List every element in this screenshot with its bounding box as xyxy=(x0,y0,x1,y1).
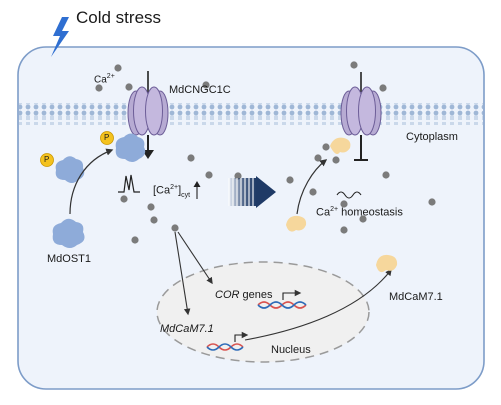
calcium-ion-icon xyxy=(202,81,210,89)
cytosolic-calcium-close: ] xyxy=(178,184,182,197)
phosphate-label: P xyxy=(44,155,50,164)
camodulin-protein-label: MdCaM7.1 xyxy=(389,291,443,303)
calcium-ion-icon xyxy=(234,172,242,180)
channel-label: MdCNGC1C xyxy=(169,84,231,96)
plasma-membrane xyxy=(19,103,483,125)
wave-icon xyxy=(336,191,362,199)
calcium-ion-icon xyxy=(350,61,358,69)
cor-genes-label: COR genes xyxy=(215,290,272,301)
phosphate-icon xyxy=(40,153,54,167)
homeostasis-label: Ca2+ homeostasis xyxy=(316,206,403,219)
calcium-signal-spike-icon xyxy=(118,174,140,193)
calcium-ion-icon xyxy=(114,64,122,72)
calcium-ion-icon xyxy=(322,143,330,151)
calcium-ion-icon xyxy=(187,154,195,162)
lightning-icon xyxy=(51,17,69,57)
activation-arrow xyxy=(69,148,114,215)
cytosolic-calcium-label: [Ca2+]cyt xyxy=(153,184,190,199)
signal-arrow-camodulin xyxy=(174,231,191,316)
homeostasis-text: homeostasis xyxy=(338,206,403,219)
calcium-ion-icon xyxy=(171,224,179,232)
phosphate-label: P xyxy=(104,133,110,142)
calcium-ion-icon xyxy=(147,203,155,211)
phosphate-icon xyxy=(100,131,114,145)
up-arrow-icon xyxy=(193,181,201,199)
calcium-ion-icon xyxy=(340,226,348,234)
calcium-ion-icon xyxy=(340,200,348,208)
calmodulin-icon xyxy=(286,215,307,232)
calcium-ion-icon xyxy=(332,156,340,164)
calcium-ion-icon xyxy=(379,84,387,92)
signal-arrow-cor xyxy=(177,231,213,285)
cytosolic-calcium-subscript: cyt xyxy=(181,191,191,199)
stimulus-label: Cold stress xyxy=(76,8,162,27)
camodulin-gene-label: MdCaM7.1 xyxy=(160,323,214,335)
calcium-ion-icon xyxy=(428,198,436,206)
calcium-ion-icon xyxy=(382,171,390,179)
calcium-ion-label: Ca2+ xyxy=(94,73,115,85)
calcium-ion-icon xyxy=(309,188,317,196)
calcium-ion-label-base: Ca xyxy=(94,74,107,86)
calcium-ion-icon xyxy=(314,154,322,162)
ion-channel-icon xyxy=(340,72,382,161)
expression-arrow xyxy=(244,268,392,341)
kinase-icon xyxy=(52,218,85,248)
dna-icon xyxy=(257,301,307,309)
calcium-ion-icon xyxy=(131,236,139,244)
ion-channel-icon xyxy=(127,71,169,159)
gene-promoter-arrow-icon xyxy=(282,289,302,300)
nucleus-icon xyxy=(156,261,370,363)
calcium-ion-icon xyxy=(150,216,158,224)
calmodulin-translocation-arrow xyxy=(296,159,328,215)
cor-genes-suffix: genes xyxy=(239,289,273,301)
calcium-ion-icon xyxy=(359,215,367,223)
gradient-arrow-icon xyxy=(228,176,276,208)
cor-gene-name: COR xyxy=(215,289,240,301)
kinase-icon xyxy=(55,156,85,183)
calcium-ion-icon xyxy=(205,171,213,179)
cytoplasm-label: Cytoplasm xyxy=(406,131,458,143)
kinase-icon xyxy=(115,133,146,162)
kinase-label: MdOST1 xyxy=(47,253,92,265)
calcium-ion-icon xyxy=(95,84,103,92)
calcium-ion-icon xyxy=(120,195,128,203)
calmodulin-icon xyxy=(376,254,398,273)
cytosolic-calcium-charge: 2+ xyxy=(170,184,179,191)
dna-icon xyxy=(206,343,244,351)
gene-promoter-arrow-icon xyxy=(234,331,249,342)
cytosolic-calcium-open: [Ca xyxy=(153,184,171,197)
homeostasis-charge: 2+ xyxy=(330,206,339,213)
calcium-ion-label-charge: 2+ xyxy=(106,73,115,80)
calmodulin-icon xyxy=(330,137,351,154)
nucleus-label: Nucleus xyxy=(271,344,311,356)
calcium-ion-icon xyxy=(286,176,294,184)
calcium-ion-icon xyxy=(125,83,133,91)
homeostasis-ion: Ca xyxy=(316,206,331,219)
calcium-ions xyxy=(95,61,436,244)
